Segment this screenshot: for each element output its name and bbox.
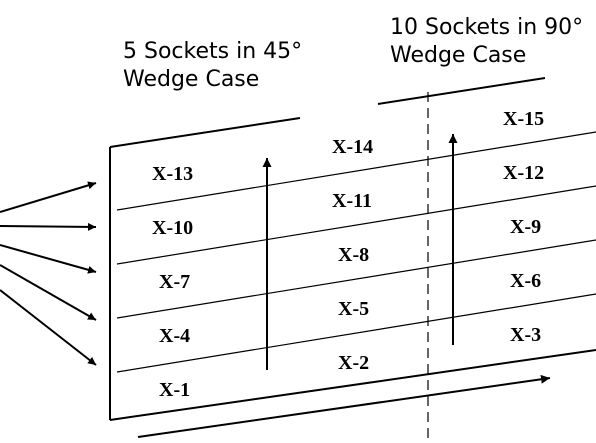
socket-divider-1	[116, 131, 596, 211]
top-edge-right	[377, 77, 546, 105]
socket-label: X-15	[503, 108, 544, 130]
socket-label: X-7	[159, 271, 190, 293]
socket-label: X-5	[338, 298, 369, 320]
title-right-line-2: Wedge Case	[390, 43, 526, 68]
bottom-diagonal-arrow	[137, 374, 551, 438]
socket-label: X-3	[510, 324, 541, 346]
socket-label: X-13	[152, 163, 193, 185]
socket-label: X-2	[338, 352, 369, 374]
socket-divider-2	[116, 185, 596, 265]
socket-label: X-12	[503, 162, 544, 184]
title-left-line-2: Wedge Case	[123, 67, 259, 92]
incoming-arrow-4	[0, 264, 97, 321]
socket-label: X-6	[510, 270, 541, 292]
title-right-line-1: 10 Sockets in 90°	[390, 15, 583, 40]
title-left-line-1: 5 Sockets in 45°	[123, 39, 302, 64]
incoming-arrow-2	[0, 222, 97, 231]
incoming-arrow-1	[0, 181, 97, 213]
socket-divider-4	[116, 293, 596, 373]
wedge-bottom-edge	[109, 349, 596, 421]
incoming-arrow-3	[0, 244, 97, 274]
socket-label: X-10	[152, 217, 193, 239]
socket-divider-3	[116, 239, 596, 319]
incoming-arrow-5	[0, 289, 97, 366]
socket-label: X-8	[338, 244, 369, 266]
top-edge-left	[109, 117, 301, 148]
socket-label: X-1	[159, 379, 190, 401]
socket-label: X-11	[332, 190, 372, 212]
socket-label: X-4	[159, 325, 190, 347]
socket-label: X-14	[332, 136, 373, 158]
socket-label: X-9	[510, 216, 541, 238]
